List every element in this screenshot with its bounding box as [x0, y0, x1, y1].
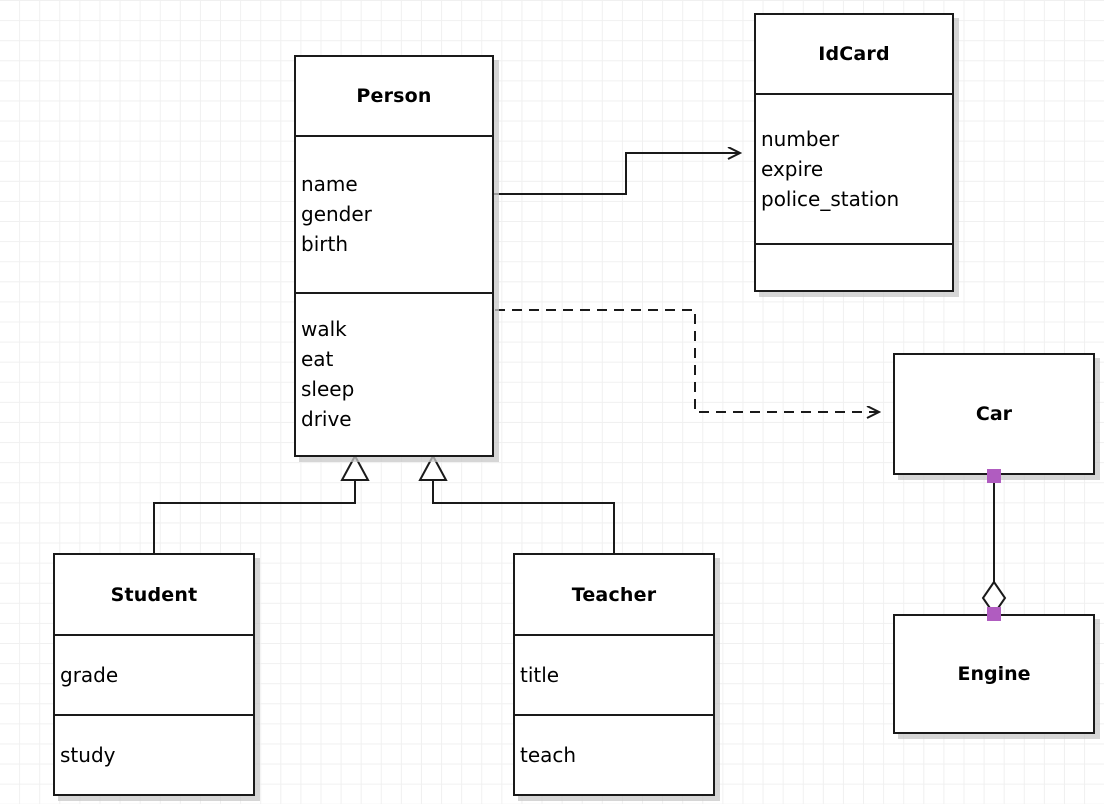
attributes-student: grade: [55, 634, 253, 713]
method-item: eat: [301, 347, 334, 372]
attribute-item: grade: [60, 663, 119, 687]
methods-person: walk eat sleep drive: [296, 291, 492, 455]
attribute-item: name: [301, 172, 358, 197]
method-item: drive: [301, 407, 352, 432]
method-item: study: [60, 742, 116, 767]
class-name-teacher: Teacher: [571, 583, 657, 606]
class-box-person[interactable]: Person name gender birth walk eat sleep …: [294, 55, 494, 457]
method-item: teach: [520, 742, 577, 767]
attributes-person: name gender birth: [296, 134, 492, 292]
attribute-item: expire: [761, 157, 824, 181]
class-name-idcard: IdCard: [818, 43, 890, 65]
method-item: walk: [301, 317, 347, 342]
class-box-teacher[interactable]: Teacher title teach: [513, 553, 715, 796]
link-handle-engine-end[interactable]: [987, 607, 1001, 621]
methods-idcard: [756, 243, 952, 290]
class-name-engine: Engine: [957, 663, 1031, 685]
class-name-student: Student: [110, 583, 198, 606]
attribute-item: title: [520, 663, 560, 687]
method-item: sleep: [301, 377, 355, 402]
class-name-car: Car: [975, 403, 1013, 425]
attribute-item: birth: [301, 232, 348, 257]
attribute-item: police_station: [761, 187, 900, 211]
methods-student: study: [55, 713, 253, 794]
attributes-idcard: number expire police_station: [756, 93, 952, 243]
class-name-person: Person: [356, 84, 432, 107]
class-box-idcard[interactable]: IdCard number expire police_station: [754, 13, 954, 292]
class-box-student[interactable]: Student grade study: [53, 553, 255, 796]
attributes-teacher: title: [515, 634, 713, 713]
link-handle-car-end[interactable]: [987, 469, 1001, 483]
attribute-item: number: [761, 127, 840, 151]
attribute-item: gender: [301, 202, 372, 227]
methods-teacher: teach: [515, 713, 713, 794]
